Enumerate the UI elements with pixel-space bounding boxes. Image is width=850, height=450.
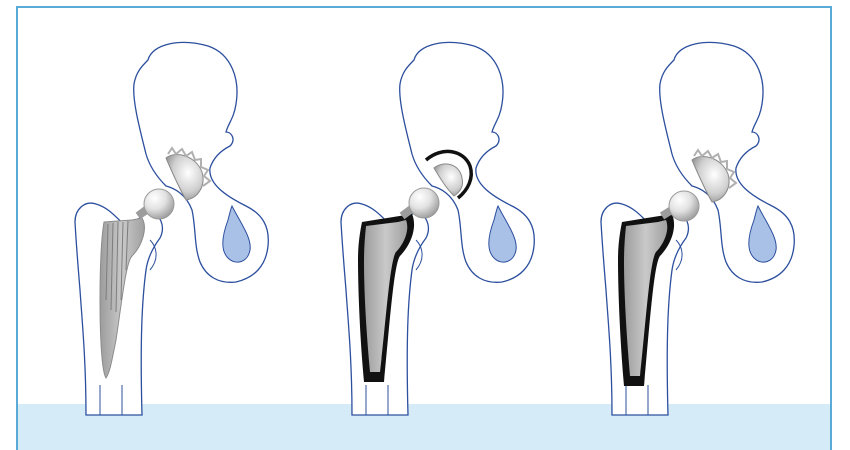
panel-hybrid — [601, 42, 794, 415]
femoral-head-2 — [409, 188, 439, 218]
femoral-head-1 — [144, 189, 174, 219]
panel-cementless — [75, 42, 268, 415]
femoral-head-3 — [669, 191, 699, 221]
panel-cemented — [341, 42, 534, 415]
